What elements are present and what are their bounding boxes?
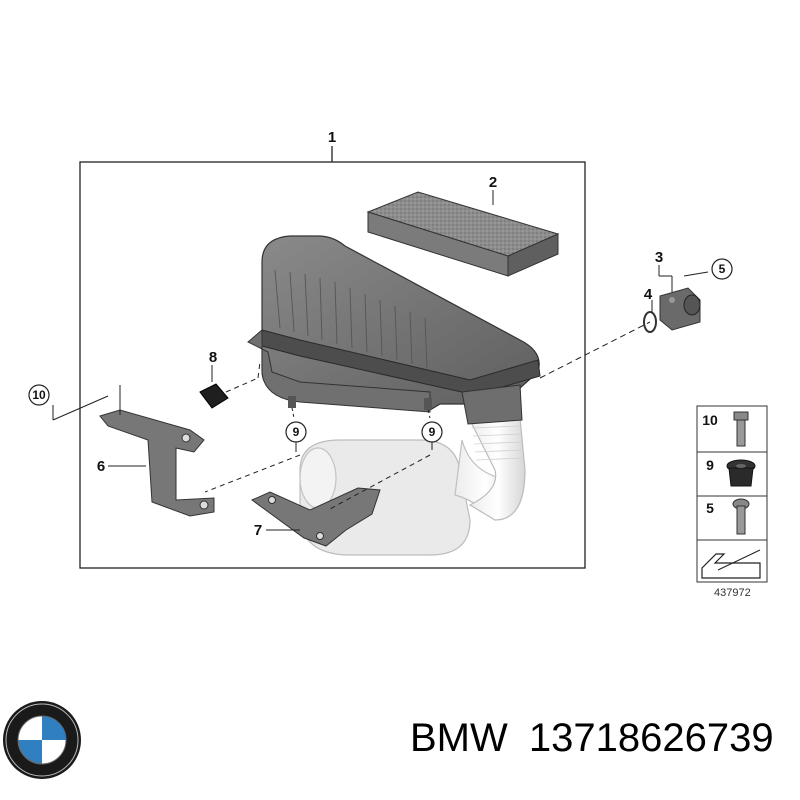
air-box-housing	[247, 235, 541, 425]
bolt-icon	[733, 411, 749, 447]
callout-5-circle	[711, 258, 733, 280]
diagram-code: 437972	[714, 587, 751, 599]
mass-air-flow-sensor	[643, 287, 701, 333]
callout-9a: 9	[293, 425, 300, 439]
fastener-legend: 10 9 5 437972	[696, 405, 768, 599]
callout-4: 4	[644, 286, 653, 303]
callout-2: 2	[489, 174, 497, 191]
logo-blue-quadrant-1	[42, 716, 66, 740]
callout-9a-circle	[285, 421, 307, 443]
callout-9b: 9	[429, 425, 436, 439]
caption-brand: BMW	[410, 716, 508, 760]
part-caption: BMW 13718626739	[410, 716, 774, 760]
callout-labels: 1 2 3 4 5 6 7 8 9 9 10	[28, 129, 733, 539]
callout-6: 6	[97, 458, 105, 475]
bracket-6	[99, 409, 215, 517]
grommet-8	[199, 383, 229, 409]
callout-10: 10	[32, 388, 46, 402]
air-filter-element	[366, 191, 560, 277]
callout-10-circle	[28, 384, 50, 406]
callout-9b-circle	[421, 421, 443, 443]
leader-lines	[52, 190, 709, 531]
assembly-frame	[79, 146, 586, 569]
screw-icon	[732, 498, 750, 535]
callout-8: 8	[209, 349, 217, 366]
callout-5: 5	[719, 262, 726, 276]
bracket-7	[251, 487, 381, 547]
legend-num-9: 9	[706, 457, 714, 473]
callout-3: 3	[655, 249, 663, 266]
callout-1: 1	[328, 129, 336, 146]
bmw-logo	[2, 700, 82, 780]
direction-arrow-icon	[701, 549, 761, 579]
rubber-grommet-icon	[726, 459, 756, 487]
caption-part-number: 13718626739	[528, 716, 774, 760]
legend-num-10: 10	[702, 412, 718, 428]
legend-num-5: 5	[706, 500, 714, 516]
logo-blue-quadrant-2	[18, 740, 42, 764]
callout-7: 7	[254, 522, 262, 539]
